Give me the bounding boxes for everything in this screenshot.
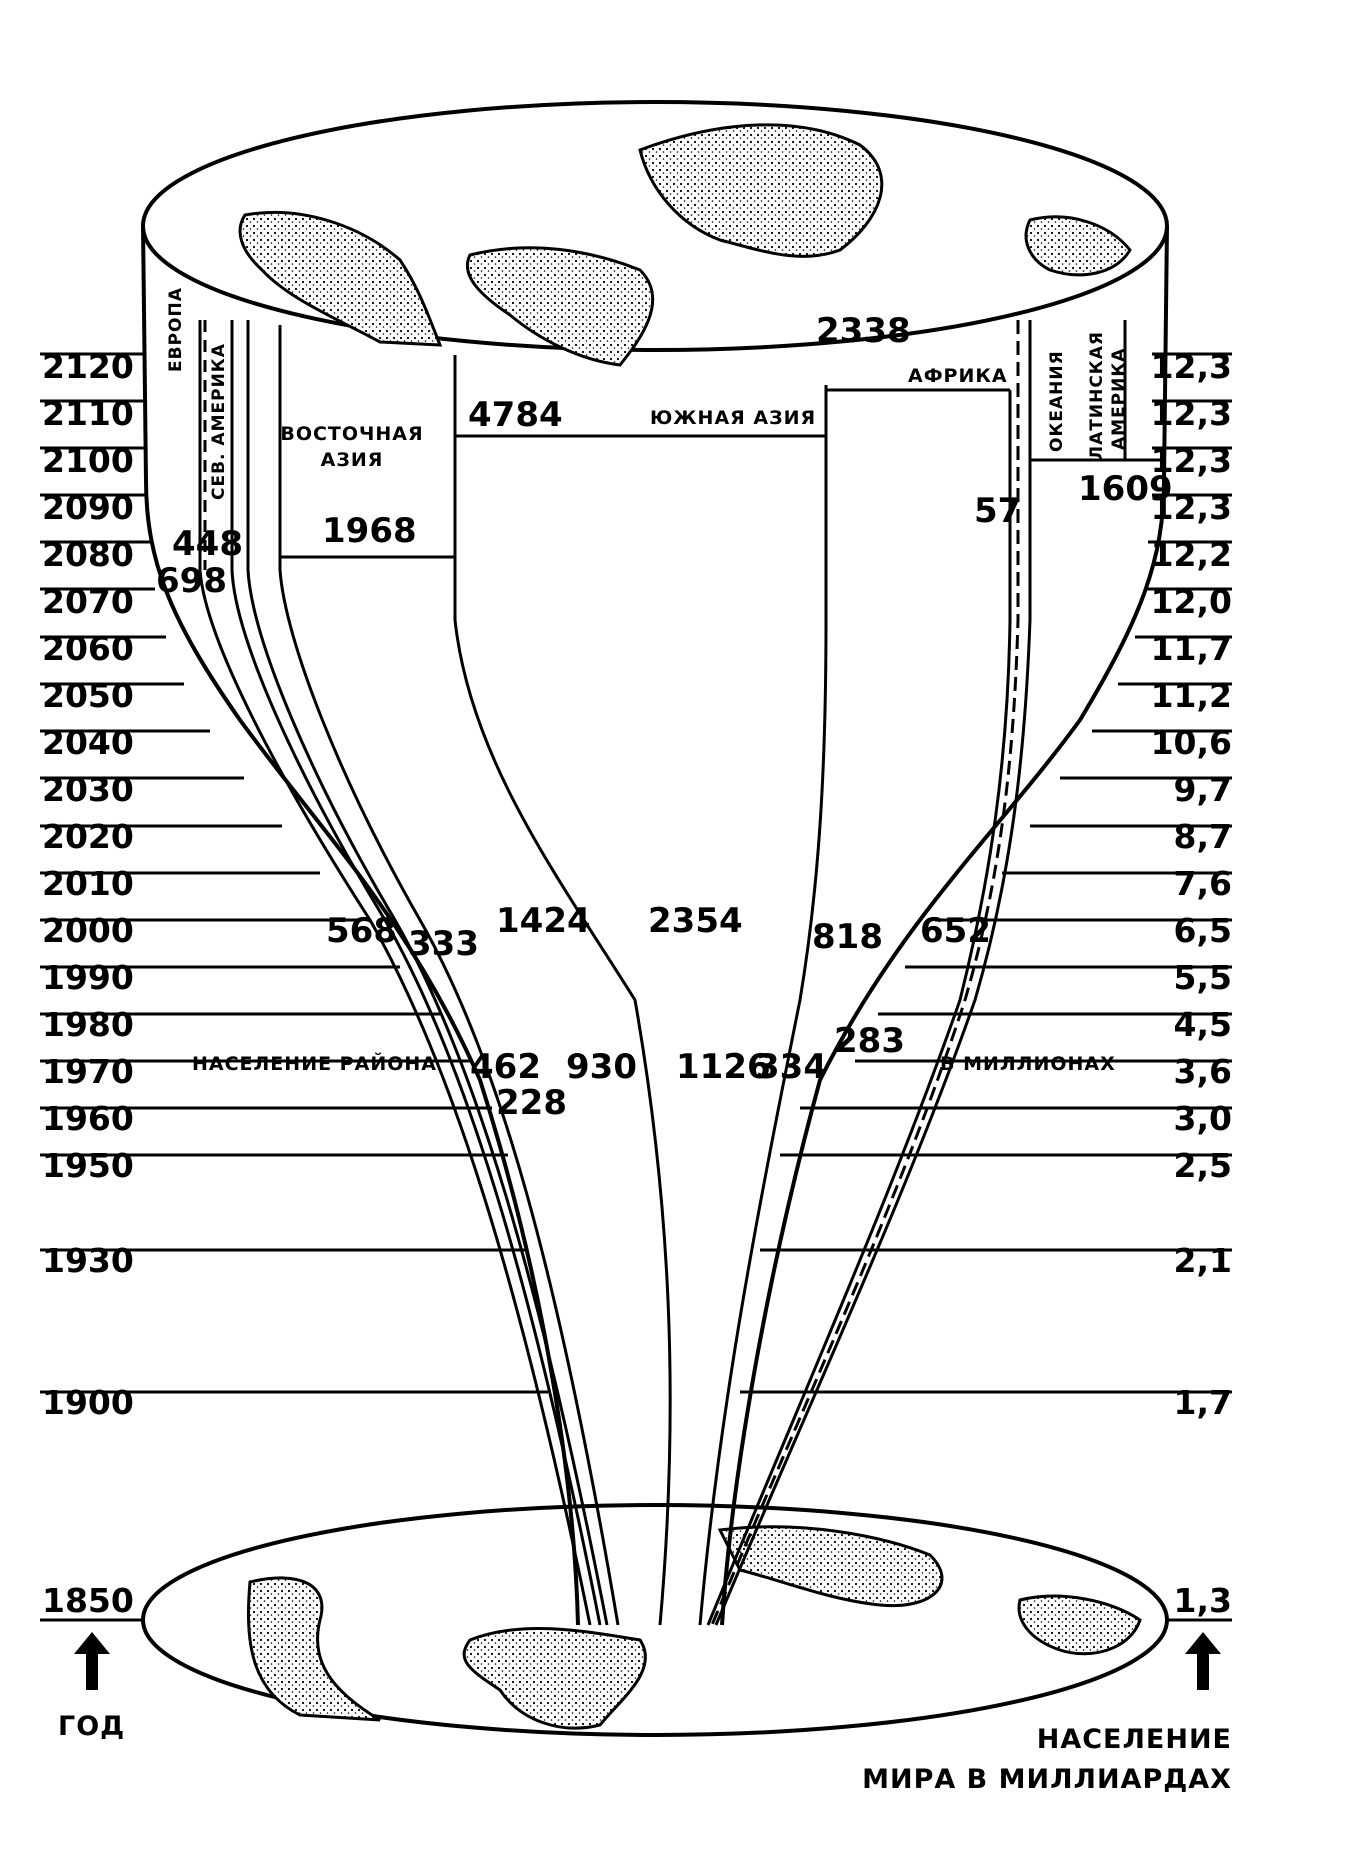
value-label: 334 [756,1047,827,1087]
year-label: 1980 [42,1005,134,1044]
region-label-oceania: ОКЕАНИЯ [1047,350,1067,452]
year-label: 2070 [42,582,134,621]
value-label: 1609 [1078,469,1173,509]
value-label: 4784 [468,395,563,435]
region-label-east-asia: АЗИЯ [321,449,384,471]
population-label: 7,6 [1174,864,1232,903]
year-label: 1960 [42,1099,134,1138]
year-label: 2000 [42,911,134,950]
value-label: 698 [156,561,227,601]
population-label: 2,5 [1174,1146,1232,1185]
population-label: 12,3 [1151,441,1232,480]
funnel-body [141,225,1169,1626]
year-lines [40,352,548,1622]
region-label-latin-america: АМЕРИКА [1109,348,1129,450]
population-label: 12,0 [1151,582,1232,621]
year-label: 1990 [42,958,134,997]
region-label-africa: АФРИКА [908,365,1008,387]
year-label: 2110 [42,394,134,433]
year-label: 2090 [42,488,134,527]
value-label: 568 [326,911,397,951]
year-label: 1900 [42,1383,134,1422]
population-label: 4,5 [1174,1005,1232,1044]
region-label-north-america: СЕВ. АМЕРИКА [209,343,229,500]
year-label: 2100 [42,441,134,480]
population-label: 9,7 [1174,770,1232,809]
year-label: 2030 [42,770,134,809]
value-label: 1424 [496,901,591,941]
note-in-millions: В МИЛЛИОНАХ [940,1053,1116,1075]
population-label: 12,2 [1151,535,1232,574]
year-label: 2040 [42,723,134,762]
year-label: 1950 [42,1146,134,1185]
region-label-east-asia: ВОСТОЧНАЯ [280,423,423,445]
population-label: 1,3 [1174,1581,1232,1620]
value-label: 283 [834,1021,905,1061]
year-label: 1930 [42,1241,134,1280]
population-label: 12,3 [1151,488,1232,527]
top-globe [141,100,1169,367]
value-label: 2354 [648,901,743,941]
year-label: 2060 [42,629,134,668]
region-boundaries [198,320,1164,1626]
population-label: 2,1 [1174,1241,1232,1280]
population-label: 11,7 [1151,629,1232,668]
population-lines [740,352,1232,1622]
year-label: 2010 [42,864,134,903]
up-arrow-icon [1185,1632,1221,1690]
value-label: 448 [172,524,243,564]
population-axis-label: МИРА В МИЛЛИАРДАХ [862,1764,1232,1795]
year-label: 2020 [42,817,134,856]
region-label-latin-america: ЛАТИНСКАЯ [1087,331,1107,460]
value-label: 57 [974,491,1021,531]
population-label: 5,5 [1174,958,1232,997]
value-label: 462 [470,1047,541,1087]
population-label: 3,6 [1174,1052,1232,1091]
population-label: 11,2 [1151,676,1232,715]
up-arrow-icon [74,1632,110,1690]
value-label: 2338 [816,311,911,351]
population-label: 3,0 [1174,1099,1232,1138]
population-label: 6,5 [1174,911,1232,950]
region-label-europe: ЕВРОПА [166,287,186,372]
note-region-population: НАСЕЛЕНИЕ РАЙОНА [192,1052,437,1075]
population-label: 12,3 [1151,394,1232,433]
value-label: 652 [920,911,991,951]
year-label: 1850 [42,1581,134,1620]
value-label: 818 [812,917,883,957]
region-label-south-asia: ЮЖНАЯ АЗИЯ [650,407,816,429]
value-label: 930 [566,1047,637,1087]
population-values: 4784 2338 1609 57 1968 448 698 568 333 1… [156,311,1173,1123]
population-labels: 12,3 12,3 12,3 12,3 12,2 12,0 11,7 11,2 … [1151,347,1232,1620]
population-label: 1,7 [1174,1383,1232,1422]
value-label: 1126 [676,1047,771,1087]
population-label: 8,7 [1174,817,1232,856]
bottom-globe [141,1503,1169,1737]
population-label: 12,3 [1151,347,1232,386]
year-label: 2120 [42,347,134,386]
population-axis-label: НАСЕЛЕНИЕ [1037,1724,1232,1755]
year-axis-label: ГОД [58,1711,125,1742]
value-label: 1968 [322,511,417,551]
year-label: 2050 [42,676,134,715]
year-labels: 2120 2110 2100 2090 2080 2070 2060 2050 … [42,347,134,1620]
value-label: 333 [408,924,479,964]
value-label: 228 [496,1083,567,1123]
population-label: 10,6 [1151,723,1232,762]
year-label: 1970 [42,1052,134,1091]
year-label: 2080 [42,535,134,574]
